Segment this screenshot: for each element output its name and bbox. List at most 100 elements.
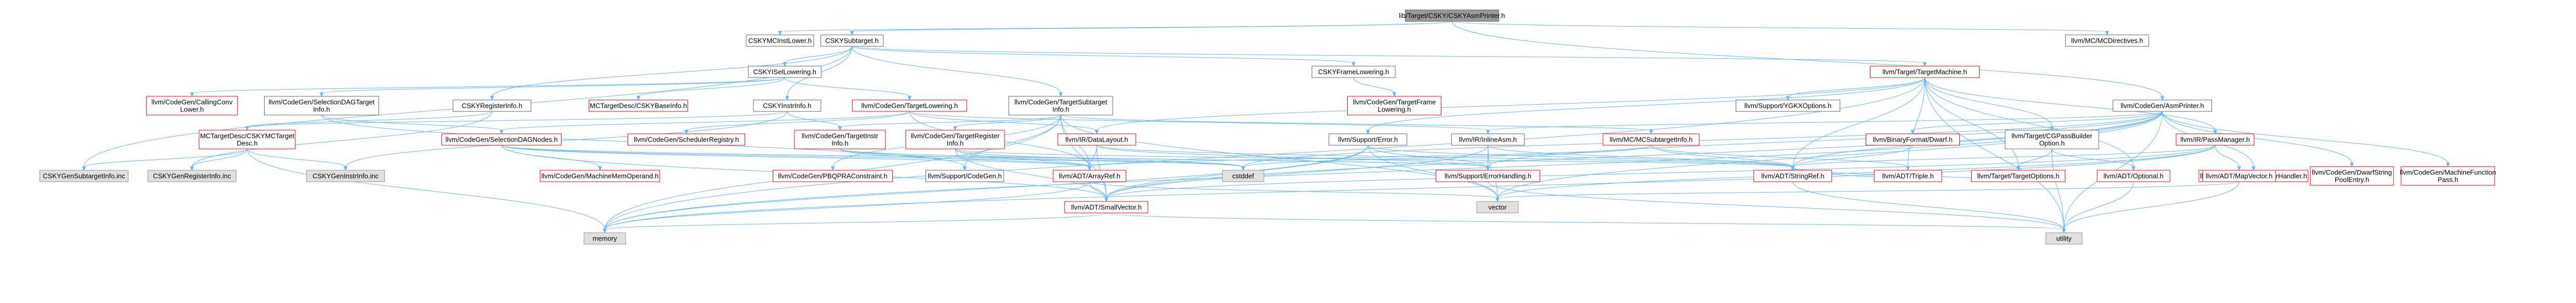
node-ygkxoptions[interactable]: llvm/Support/YGKXOptions.h: [1735, 99, 1840, 112]
edge-asmprinter-to-vector: [1495, 111, 2163, 203]
node-asmprinter[interactable]: llvm/CodeGen/AsmPrinter.h: [2112, 99, 2212, 112]
node-stringref[interactable]: llvm/ADT/StringRef.h: [1753, 170, 1832, 182]
node-box: [1874, 170, 1942, 182]
node-box: [628, 133, 745, 146]
edge-arrayref-to-memory: [603, 181, 1090, 234]
edge-line: [851, 46, 1926, 64]
edge-line: [604, 145, 1369, 230]
node-label: CSKYISelLowering.h: [753, 68, 816, 75]
node-cstddef[interactable]: cstddef: [1222, 170, 1265, 182]
node-mcinstlower[interactable]: CSKYMCInstLower.h: [746, 34, 814, 47]
node-frameinfo[interactable]: CSKYFrameLowering.h: [1311, 66, 1396, 78]
node-label: llvm/Target/TargetOptions.h: [1977, 172, 2059, 180]
node-box: [1603, 133, 1700, 146]
node-label: llvm/CodeGen/TargetInstr: [802, 132, 879, 140]
node-datalayout[interactable]: llvm/IR/DataLayout.h: [1057, 133, 1136, 146]
node-box: [1971, 170, 2066, 182]
node-mcdirectives[interactable]: llvm/MC/MCDirectives.h: [2065, 34, 2149, 47]
edge-line: [321, 115, 502, 131]
edge-root-to-asmprinter: [1451, 21, 2165, 101]
edge-mctargetdesc-to-memory: [246, 148, 607, 234]
node-targetlowering[interactable]: llvm/CodeGen/TargetLowering.h: [852, 99, 967, 112]
node-box: [794, 130, 886, 149]
edge-subtarget-to-frameinfo: [851, 46, 1356, 67]
edge-line: [1488, 111, 2163, 168]
edge-arrowhead: [1095, 130, 1099, 135]
node-label: llvm/ADT/SmallVector.h: [1071, 203, 1142, 211]
edge-arrowhead: [907, 96, 912, 101]
node-machinememoperand[interactable]: llvm/CodeGen/MachineMemOperand.h: [540, 170, 660, 182]
node-supporterror[interactable]: llvm/Support/Error.h: [1329, 133, 1408, 146]
node-arrayref[interactable]: llvm/ADT/ArrayRef.h: [1052, 170, 1126, 182]
node-subtarget[interactable]: CSKYSubtarget.h: [820, 34, 883, 47]
node-label: llvm/CodeGen/AsmPrinter.h: [2120, 102, 2204, 109]
node-label: llvm/Target/CGPassBuilder: [2011, 132, 2092, 140]
node-label: MCTargetDesc/CSKYBaseInfo.h: [590, 102, 687, 109]
node-root[interactable]: lib/Target/CSKY/CSKYAsmPrinter.h: [1399, 9, 1505, 22]
node-mcsubtarget[interactable]: llvm/MC/MCSubtargetInfo.h: [1603, 133, 1700, 146]
node-triple[interactable]: llvm/ADT/Triple.h: [1874, 170, 1942, 182]
node-isellowering[interactable]: CSKYISelLowering.h: [748, 66, 822, 78]
node-pbqprаconstraint[interactable]: llvm/CodeGen/PBQPRAConstraint.h: [773, 170, 893, 182]
node-cskysubtargetinfoinc[interactable]: CSKYGenSubtargetInfo.inc: [40, 170, 129, 182]
node-errorhandling[interactable]: llvm/Support/ErrorHandling.h: [1436, 170, 1541, 182]
node-registerinfo[interactable]: CSKYRegisterInfo.h: [452, 99, 531, 112]
node-optional[interactable]: llvm/ADT/Optional.h: [2097, 170, 2170, 182]
edge-line: [955, 115, 1061, 128]
edge-arrowhead: [1910, 130, 1915, 135]
edge-isellowering-to-baseinfo: [636, 77, 785, 101]
node-targetoptions[interactable]: llvm/Target/TargetOptions.h: [1971, 170, 2066, 182]
edge-arrowhead: [2445, 162, 2450, 168]
node-binaryformat[interactable]: llvm/BinaryFormat/Dwarf.h: [1865, 133, 1960, 146]
node-box: [589, 99, 688, 112]
node-supportcodegen[interactable]: llvm/Support/CodeGen.h: [925, 170, 1004, 182]
node-cskyinstrinfoinc[interactable]: CSKYGenInstrInfo.inc: [306, 170, 385, 182]
edge-line: [246, 148, 605, 230]
node-baseinfo[interactable]: MCTargetDesc/CSKYBaseInfo.h: [589, 99, 688, 112]
edge-targetmachine-to-optional: [1924, 77, 2136, 171]
node-label: llvm/Support/ErrorHandling.h: [1445, 172, 1531, 180]
node-utility[interactable]: utility: [2045, 232, 2083, 245]
edge-arrowhead: [636, 96, 641, 101]
node-instrinfo[interactable]: CSKYInstrInfo.h: [753, 99, 822, 112]
edge-arrowhead: [499, 130, 504, 135]
node-irpassmanager[interactable]: llvm/IR/PassManager.h: [2176, 133, 2255, 146]
edge-line: [1924, 77, 2134, 168]
node-box: [1476, 201, 1519, 213]
edge-arrowhead: [1790, 166, 1795, 171]
edge-arrowhead: [319, 92, 324, 97]
node-cskyregisterinfoinc[interactable]: CSKYGenRegisterInfo.inc: [147, 170, 237, 182]
node-label: llvm/CodeGen/PBQPRAConstraint.h: [778, 172, 887, 180]
node-vector[interactable]: vector: [1476, 201, 1519, 213]
node-box: [583, 232, 626, 245]
edge-line: [1060, 115, 1651, 131]
node-inlineasm[interactable]: llvm/IR/InlineAsm.h: [1451, 133, 1525, 146]
node-schedulerregistry[interactable]: llvm/CodeGen/SchedulerRegistry.h: [628, 133, 745, 146]
edge-line: [191, 77, 785, 94]
node-memory[interactable]: memory: [583, 232, 626, 245]
node-selectiondagnodes[interactable]: llvm/CodeGen/SelectionDAGNodes.h: [441, 133, 562, 146]
node-targetmachine[interactable]: llvm/Target/TargetMachine.h: [1870, 66, 1980, 78]
dependency-edges: [82, 21, 2450, 234]
node-label: llvm/CodeGen/TargetLowering.h: [861, 102, 958, 109]
edge-targetmachine-to-supporterror: [1366, 77, 1926, 135]
node-box: [1753, 170, 1832, 182]
node-mapvector[interactable]: llvm/ADT/MapVector.h: [2202, 170, 2276, 182]
edge-line: [1497, 111, 2163, 199]
node-box: [753, 99, 822, 112]
edge-line: [246, 148, 346, 168]
node-label: Desc.h: [237, 139, 257, 147]
node-label: llvm/CodeGen/SchedulerRegistry.h: [634, 135, 739, 143]
node-smallvector[interactable]: llvm/ADT/SmallVector.h: [1064, 201, 1149, 213]
edge-arrowhead: [598, 166, 602, 171]
